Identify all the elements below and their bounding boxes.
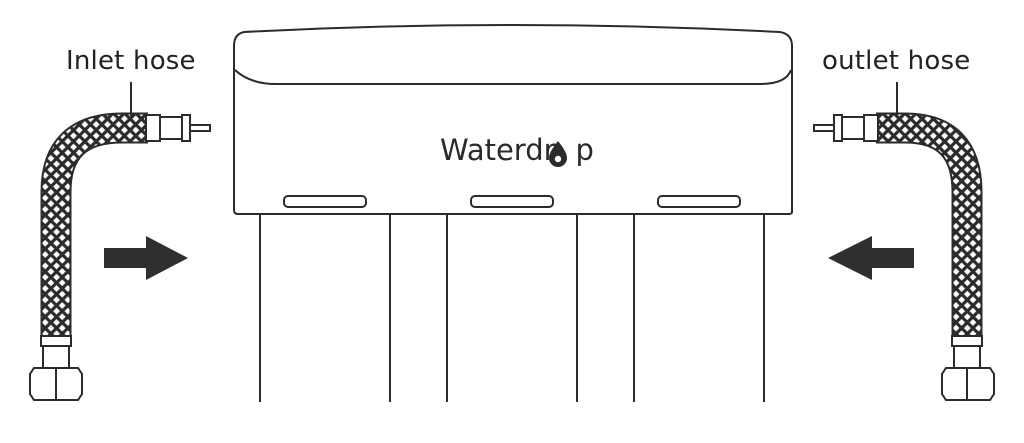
brand-logo-text-end: p	[575, 133, 594, 167]
outlet-hose-nut	[941, 335, 995, 401]
filter-canister-3	[633, 214, 765, 402]
filter-housing	[233, 24, 793, 215]
filter-slot-3	[657, 195, 741, 208]
filter-canister-2	[446, 214, 578, 402]
brand-logo-text: Waterdr	[440, 133, 556, 167]
outlet-hose-connector	[813, 114, 879, 142]
brand-logo: Waterdr p	[440, 133, 594, 167]
outlet-hose-label: outlet hose	[822, 46, 971, 76]
housing-top-cover	[233, 24, 793, 215]
arrow-right-icon	[104, 236, 188, 280]
inlet-hose	[29, 112, 211, 401]
outlet-hose	[813, 112, 995, 401]
water-drop-icon	[549, 141, 567, 167]
filter-slot-2	[470, 195, 554, 208]
filter-slot-1	[283, 195, 367, 208]
arrow-left-icon	[828, 236, 914, 280]
inlet-hose-nut	[29, 335, 83, 401]
filter-canisters	[259, 214, 765, 402]
inlet-hose-label: Inlet hose	[66, 46, 196, 76]
inlet-hose-connector	[145, 114, 211, 142]
filter-canister-1	[259, 214, 391, 402]
housing-lid-edge	[234, 69, 792, 85]
